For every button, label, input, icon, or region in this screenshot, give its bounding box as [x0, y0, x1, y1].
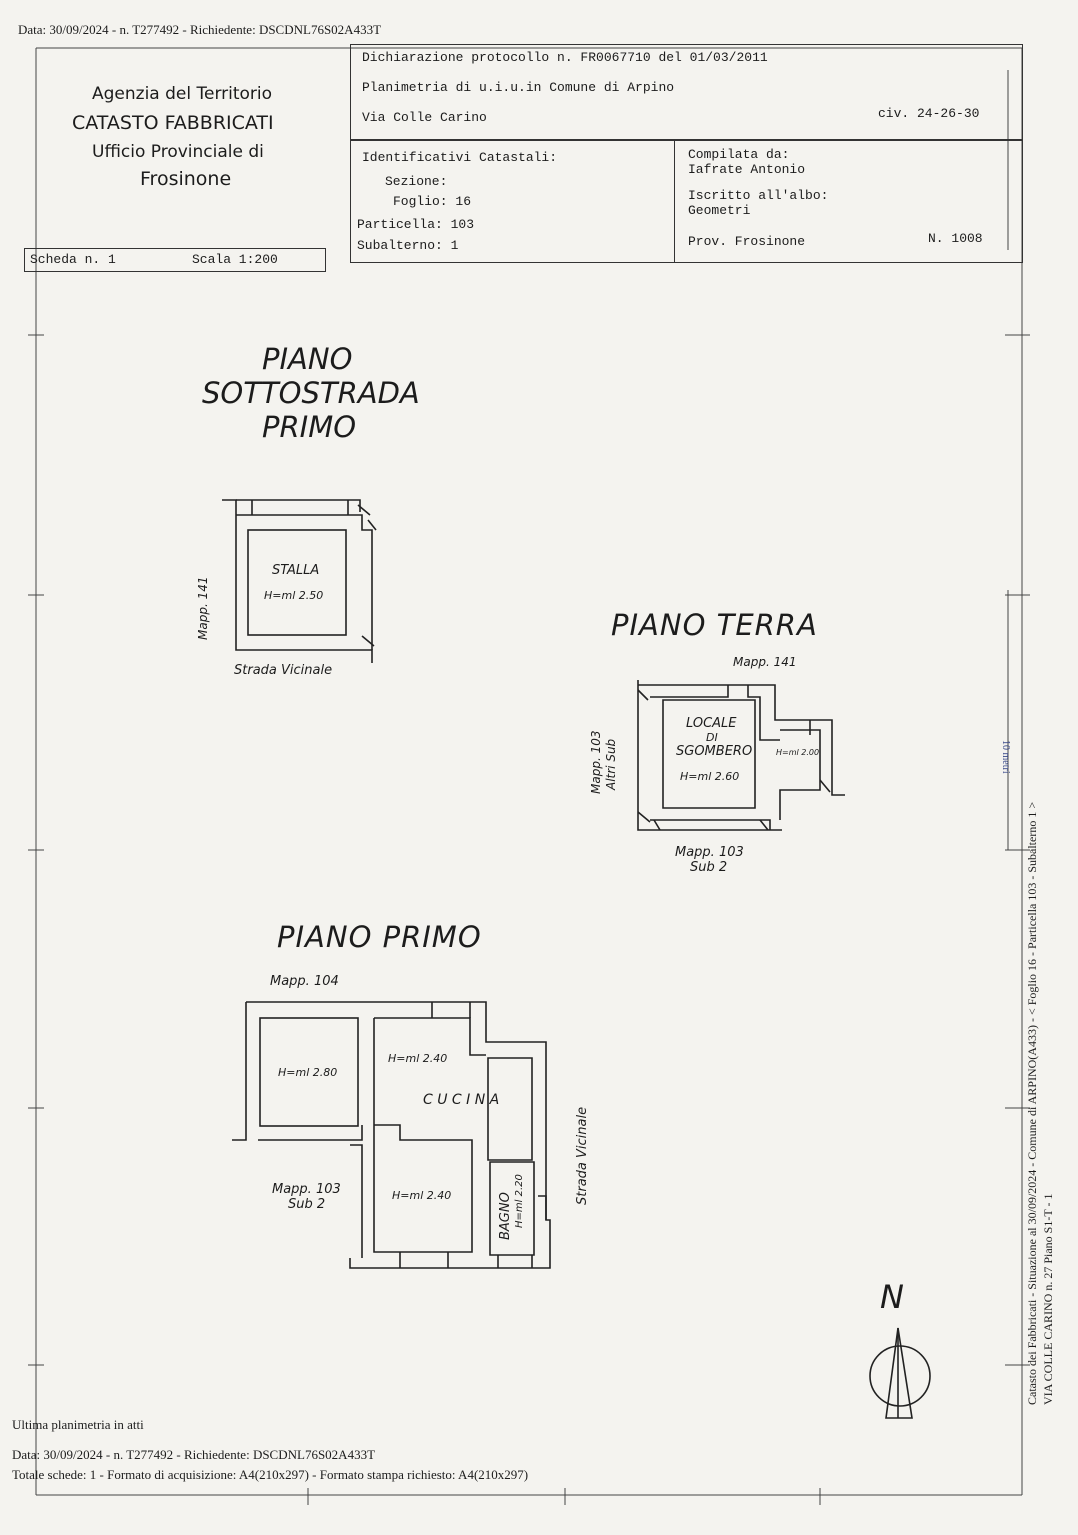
label-cucina: C U C I N A: [423, 1092, 500, 1108]
north-arrow-icon: [869, 1327, 931, 1419]
label-locale-1: LOCALE: [686, 716, 737, 731]
province-value: Prov. Frosinone: [688, 234, 806, 249]
agency-province: Frosinone: [140, 168, 232, 190]
label-mapp103-sub2-b1: Mapp. 103: [272, 1182, 341, 1197]
compiler-label: Compilata da:: [688, 147, 790, 162]
north-label: N: [880, 1278, 904, 1316]
plan-line: Planimetria di u.i.u.in Comune di Arpino: [362, 80, 675, 95]
agency-office: Ufficio Provinciale di: [92, 142, 264, 162]
title-piano-primo: PIANO PRIMO: [277, 920, 482, 954]
label-stalla: STALLA: [272, 563, 320, 578]
label-small-room-height: H=ml 2.00: [776, 748, 820, 757]
scheda-number: Scheda n. 1: [30, 252, 116, 267]
protocol-line: Dichiarazione protocollo n. FR0067710 de…: [362, 50, 768, 65]
albo-number: N. 1008: [928, 231, 983, 246]
side-text-address: VIA COLLE CARINO n. 27 Piano S1-T - 1: [1041, 1193, 1055, 1405]
label-locale-3: SGOMBERO: [676, 744, 753, 759]
albo-label: Iscritto all'albo:: [688, 188, 829, 203]
label-room-h280: H=ml 2.80: [278, 1066, 338, 1079]
side-text-situation: Catasto dei Fabbricati - Situazione al 3…: [1025, 801, 1039, 1405]
address-line: Via Colle Carino: [362, 110, 487, 125]
label-strada-vicinale-b: Strada Vicinale: [575, 1106, 590, 1205]
label-mapp103-sub2-a1: Mapp. 103: [675, 845, 744, 860]
compiler-box: [674, 140, 1023, 263]
header-request-line: Data: 30/09/2024 - n. T277492 - Richiede…: [18, 22, 382, 37]
label-bagno: BAGNO: [498, 1192, 513, 1240]
label-bagno-height: H=ml 2.20: [514, 1174, 525, 1228]
label-locale-2: DI: [706, 731, 718, 744]
label-strada-vicinale-a: Strada Vicinale: [234, 663, 333, 678]
compiler-name: Iafrate Antonio: [688, 162, 806, 177]
sezione-label: Sezione:: [385, 174, 448, 189]
footer-data: Data: 30/09/2024 - n. T277492 - Richiede…: [12, 1447, 376, 1462]
title-sottostrada-1: PIANO: [262, 342, 353, 376]
label-mapp103-sub2-b2: Sub 2: [288, 1197, 326, 1212]
footer-last-plan: Ultima planimetria in atti: [12, 1417, 144, 1432]
label-locale-height: H=ml 2.60: [680, 770, 740, 783]
agency-name: Agenzia del Territorio: [92, 84, 273, 104]
label-mapp104: Mapp. 104: [270, 974, 339, 989]
label-mapp141-b: Mapp. 141: [733, 655, 797, 669]
side-scale-stamp: 10 metri: [1000, 740, 1011, 774]
scheda-scale: Scala 1:200: [192, 252, 278, 267]
declaration-box: [350, 44, 1023, 140]
scheda-box: [24, 248, 326, 272]
albo-value: Geometri: [688, 203, 751, 218]
particella-value: Particella: 103: [357, 217, 475, 232]
title-sottostrada-3: PRIMO: [262, 410, 357, 444]
label-stalla-height: H=ml 2.50: [264, 589, 324, 602]
title-piano-terra: PIANO TERRA: [611, 608, 818, 642]
label-room-h240-a: H=ml 2.40: [388, 1052, 448, 1065]
label-mapp103-sub2-a2: Sub 2: [690, 860, 728, 875]
foglio-value: Foglio: 16: [393, 194, 472, 209]
label-mapp103-altri-1: Mapp. 103: [589, 730, 603, 794]
label-mapp103-altri-2: Altri Sub: [604, 738, 618, 790]
identifiers-title: Identificativi Catastali:: [362, 150, 558, 165]
civic-number: civ. 24-26-30: [878, 106, 980, 121]
label-mapp141-a: Mapp. 141: [196, 576, 210, 640]
footer-totale: Totale schede: 1 - Formato di acquisizio…: [12, 1467, 529, 1482]
title-sottostrada-2: SOTTOSTRADA: [202, 376, 420, 410]
subalterno-value: Subalterno: 1: [357, 238, 459, 253]
label-room-h240-b: H=ml 2.40: [392, 1189, 452, 1202]
agency-catasto: CATASTO FABBRICATI: [72, 112, 274, 134]
